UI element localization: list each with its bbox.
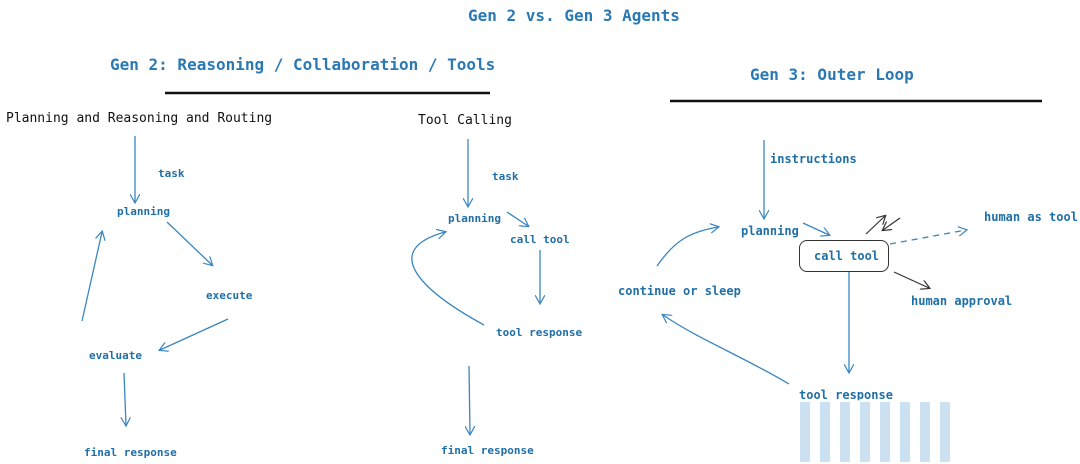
arrow-calltool-out [865,216,885,235]
arrow-planning-to-calltool-g3 [802,222,829,235]
call-tool-box [799,240,889,272]
label-g3-planning: planning [741,224,799,238]
label-human-approval: human approval [911,294,1013,308]
arrow-planning-to-execute [166,221,212,265]
label-g3-tool-response: tool response [799,388,893,402]
label-task: task [158,167,185,180]
arrow-continue-to-planning [656,227,718,267]
page-title: Gen 2 vs. Gen 3 Agents [468,6,680,25]
label-evaluate: evaluate [89,349,142,362]
arrow-calltool-in [883,217,901,230]
label-final-response: final response [84,446,177,459]
label-tool-task: task [492,170,519,183]
label-call-tool: call tool [510,233,570,246]
label-continue-or-sleep: continue or sleep [618,284,741,298]
blur-stripes [800,402,960,462]
arrow-calltool-to-human-tool [889,230,966,245]
tool-panel-subtitle: Tool Calling [418,113,512,128]
arrow-response-to-planning [411,232,485,326]
label-planning: planning [117,205,170,218]
label-tool-planning: planning [448,212,501,225]
arrow-toolresponse-to-continue [663,315,790,385]
label-human-as-tool: human as tool [984,210,1078,224]
arrow-planning-to-calltool [506,211,528,226]
planning-panel-subtitle: Planning and Reasoning and Routing [6,111,273,126]
arrow-execute-to-evaluate [160,318,229,350]
label-instructions: instructions [770,152,857,166]
gen2-heading: Gen 2: Reasoning / Collaboration / Tools [110,55,496,74]
gen3-heading: Gen 3: Outer Loop [750,65,914,84]
arrow-response-to-final [469,365,470,434]
label-execute: execute [206,289,253,302]
label-tool-final-response: final response [441,444,534,457]
label-tool-response: tool response [496,326,583,339]
arrow-evaluate-to-planning [81,232,102,322]
arrow-evaluate-to-final [124,372,126,425]
arrow-calltool-to-approval [893,271,929,288]
label-g3-call-tool: call tool [814,249,880,263]
